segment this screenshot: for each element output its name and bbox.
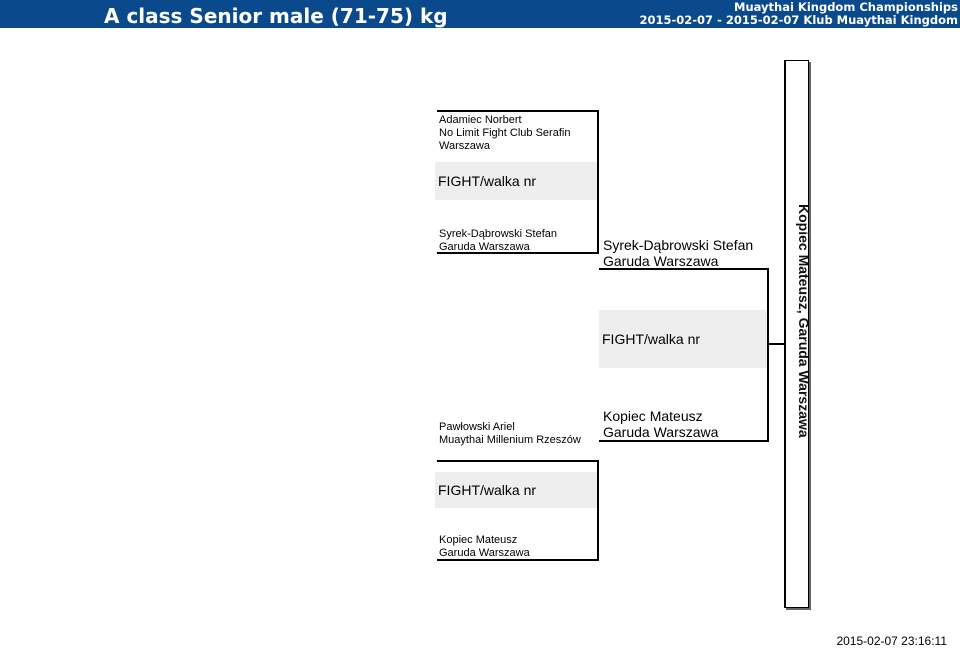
fight-label: FIGHT/walka nr <box>438 173 537 189</box>
fighter-name: Kopiec Mateusz <box>603 408 703 424</box>
fighter-name: Pawłowski Ariel <box>439 421 515 433</box>
page-title: A class Senior male (71-75) kg <box>104 4 448 28</box>
fighter-name: Syrek-Dąbrowski Stefan <box>603 237 754 253</box>
print-timestamp: 2015-02-07 23:16:11 <box>836 634 947 648</box>
bracket-line <box>599 268 768 270</box>
r1-fight-bottom: FIGHT/walka nr <box>435 472 597 508</box>
r2-fight: FIGHT/walka nr <box>599 310 767 368</box>
championship-name: Muaythai Kingdom Championships <box>734 0 958 14</box>
winner-box <box>784 60 809 608</box>
fighter-club: Garuda Warszawa <box>603 253 719 269</box>
fight-label: FIGHT/walka nr <box>438 482 537 498</box>
r1-fight-top: FIGHT/walka nr <box>435 162 597 200</box>
bracket-line <box>767 268 769 442</box>
r2-bottom-fighter: Kopiec Mateusz Garuda Warszawa <box>603 408 718 440</box>
bracket-line <box>599 440 768 442</box>
bracket-line <box>437 559 598 561</box>
fighter-club: No Limit Fight Club Serafin <box>439 127 571 139</box>
fighter-name: Adamiec Norbert <box>439 114 522 126</box>
r2-top-fighter: Syrek-Dąbrowski Stefan Garuda Warszawa <box>603 237 753 269</box>
bracket-line <box>437 460 598 462</box>
fighter-club: Garuda Warszawa <box>603 424 719 440</box>
fighter-club: Garuda Warszawa <box>439 547 530 559</box>
r1-top-fighter: Adamiec Norbert No Limit Fight Club Sera… <box>439 114 570 153</box>
bracket-line <box>437 252 598 254</box>
fighter-name: Syrek-Dąbrowski Stefan <box>439 228 557 240</box>
winner-label: Kopiec Mateusz, Garuda Warszawa <box>796 204 812 438</box>
event-info: Muaythai Kingdom Championships 2015-02-0… <box>640 1 959 27</box>
r1-second-fighter: Syrek-Dąbrowski Stefan Garuda Warszawa <box>439 228 557 254</box>
bracket-line <box>769 343 784 345</box>
fighter-name: Kopiec Mateusz <box>439 534 518 546</box>
event-dates-club: 2015-02-07 - 2015-02-07 Klub Muaythai Ki… <box>639 13 959 27</box>
bracket-line <box>597 110 599 254</box>
fighter-club: Muaythai Millenium Rzeszów <box>439 434 581 446</box>
bracket-line <box>597 460 599 561</box>
header-bar: A class Senior male (71-75) kg Muaythai … <box>0 0 960 28</box>
r1-bottom-fighter: Kopiec Mateusz Garuda Warszawa <box>439 534 530 560</box>
fighter-city: Warszawa <box>439 140 490 152</box>
r1-third-fighter: Pawłowski Ariel Muaythai Millenium Rzesz… <box>439 421 581 447</box>
bracket-line <box>437 110 598 112</box>
fight-label: FIGHT/walka nr <box>602 331 701 347</box>
fighter-club: Garuda Warszawa <box>439 241 530 253</box>
